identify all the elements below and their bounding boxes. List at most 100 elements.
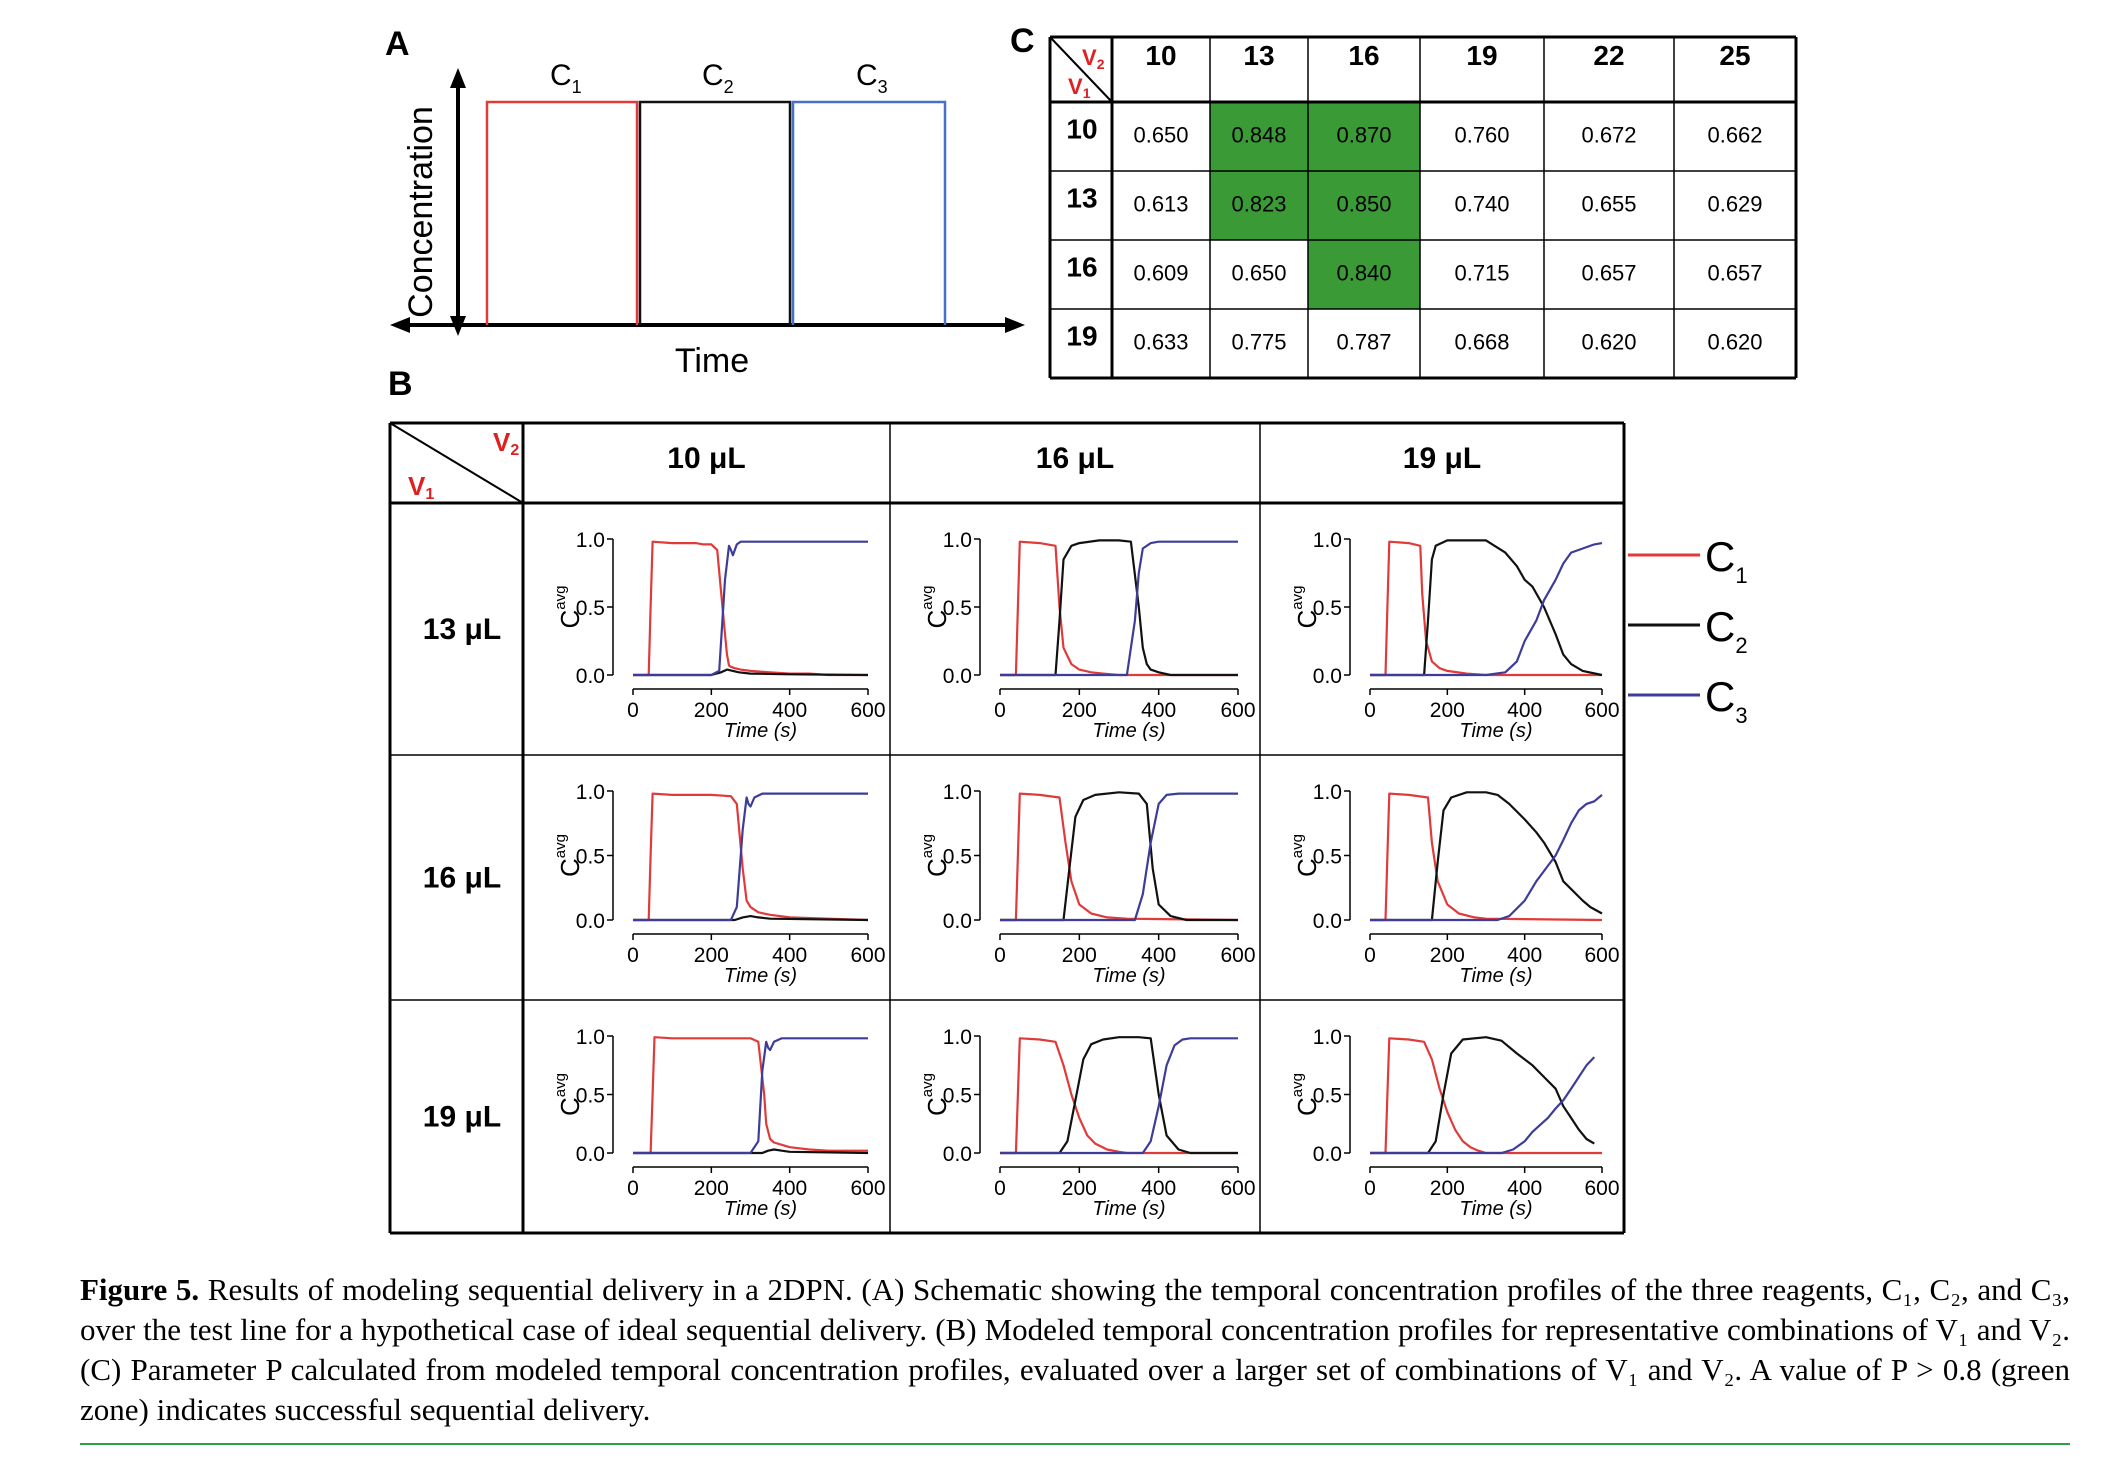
chart-y-tick-label: 1.0 (576, 1026, 605, 1049)
chart-y-tick-label: 1.0 (943, 781, 972, 804)
table-c-cell: 0.650 (1231, 261, 1286, 286)
highlight-cell (1308, 171, 1420, 240)
series-c3 (1000, 1037, 1238, 1155)
chart-x-tick-label: 400 (1141, 1177, 1176, 1200)
table-c-cell: 0.787 (1336, 330, 1391, 355)
grid-b-col-header: 10 μL (667, 442, 745, 475)
series-c3 (1370, 1056, 1596, 1155)
table-c-cell: 0.870 (1336, 123, 1391, 148)
chart-y-tick-label: 0.0 (576, 910, 605, 933)
chart-y-label: Cavg (919, 586, 952, 629)
chart-y-tick-label: 1.0 (576, 529, 605, 552)
table-c-cell: 0.613 (1133, 192, 1188, 217)
table-c-row-header: 19 (1066, 321, 1097, 352)
panel-a-x-arrow-right (1005, 317, 1025, 333)
chart-x-tick-label: 400 (1507, 1177, 1542, 1200)
series-c1 (1000, 1037, 1238, 1155)
chart-x-tick-label: 200 (1430, 699, 1465, 722)
series-c2 (1000, 539, 1238, 677)
chart-x-tick-label: 0 (994, 1177, 1006, 1200)
table-c-row-header: 10 (1066, 114, 1097, 145)
chart-x-tick-label: 200 (694, 944, 729, 967)
chart-y-tick-label: 1.0 (576, 781, 605, 804)
chart-x-tick-label: 600 (1584, 944, 1619, 967)
caption-label: Figure 5. (80, 1272, 200, 1307)
caption-text: Results of modeling sequential delivery … (80, 1272, 2071, 1427)
table-c-cell: 0.760 (1454, 123, 1509, 148)
chart-x-tick-label: 200 (1062, 1177, 1097, 1200)
panel-b-label: B (388, 365, 413, 403)
series-c1 (633, 1036, 868, 1155)
chart-y-tick-label: 1.0 (943, 1026, 972, 1049)
pulse-c3-label: C3 (856, 59, 888, 97)
table-c-row-header: 16 (1066, 252, 1097, 283)
series-c2 (1000, 1036, 1238, 1155)
series-c3 (1000, 540, 1238, 677)
grid-b-corner-diagonal (389, 422, 524, 504)
series-c2 (1000, 791, 1238, 922)
chart-y-label: Cavg (1289, 1073, 1322, 1116)
chart-x-tick-label: 200 (1430, 1177, 1465, 1200)
table-c-cell: 0.650 (1133, 123, 1188, 148)
highlight-cell (1308, 102, 1420, 171)
chart-x-tick-label: 400 (772, 1177, 807, 1200)
table-c-cell: 0.848 (1231, 123, 1286, 148)
table-c-cell: 0.620 (1581, 330, 1636, 355)
highlight-cell (1210, 171, 1308, 240)
chart-x-tick-label: 0 (1364, 944, 1376, 967)
chart-y-tick-label: 0.5 (1313, 597, 1342, 620)
table-c-cell: 0.655 (1581, 192, 1636, 217)
table-c-cell: 0.775 (1231, 330, 1286, 355)
chart-x-tick-label: 400 (772, 944, 807, 967)
grid-b-row-header: 13 μL (423, 613, 501, 646)
series-c1 (1370, 1037, 1602, 1155)
series-c2 (1370, 791, 1603, 922)
table-c-corner-v2: V2 (1082, 45, 1105, 72)
chart-x-tick-label: 200 (694, 699, 729, 722)
chart-y-label: Cavg (1289, 586, 1322, 629)
chart-x-tick-label: 600 (1584, 1177, 1619, 1200)
chart-y-tick-label: 1.0 (943, 529, 972, 552)
chart-x-tick-label: 0 (627, 1177, 639, 1200)
table-c-cell: 0.740 (1454, 192, 1509, 217)
chart-x-tick-label: 600 (850, 944, 885, 967)
series-c1 (1000, 792, 1239, 922)
series-c2 (1370, 539, 1603, 677)
chart-x-tick-label: 400 (1141, 699, 1176, 722)
chart-y-tick-label: 0.0 (1313, 1143, 1342, 1166)
chart-y-label: Cavg (552, 1073, 585, 1116)
series-c1 (633, 792, 869, 922)
caption-rule (80, 1443, 2070, 1445)
table-c-corner-v1: V1 (1068, 74, 1091, 101)
chart-x-tick-label: 0 (994, 699, 1006, 722)
table-c-cell: 0.715 (1454, 261, 1509, 286)
series-c2 (633, 914, 869, 922)
series-c1 (1000, 540, 1238, 677)
table-c-cell: 0.657 (1707, 261, 1762, 286)
series-c1 (1370, 540, 1602, 677)
table-c-cell: 0.629 (1707, 192, 1762, 217)
table-c-col-header: 10 (1145, 40, 1176, 71)
chart-x-label: Time (s) (724, 965, 797, 987)
chart-x-label: Time (s) (724, 720, 797, 742)
pulse-c1-label: C1 (550, 59, 582, 97)
grid-b-corner-v2: V2 (493, 427, 519, 459)
legend-label: C3 (1705, 673, 1748, 728)
chart-y-tick-label: 0.5 (576, 1085, 605, 1108)
table-c-cell: 0.633 (1133, 330, 1188, 355)
chart-x-tick-label: 600 (1220, 1177, 1255, 1200)
chart-x-tick-label: 200 (1062, 944, 1097, 967)
table-c-col-header: 19 (1466, 40, 1497, 71)
table-c-cell: 0.657 (1581, 261, 1636, 286)
chart-y-tick-label: 0.0 (943, 1143, 972, 1166)
chart-y-label: Cavg (552, 834, 585, 877)
series-c3 (1370, 794, 1603, 922)
table-c-cell: 0.609 (1133, 261, 1188, 286)
chart-y-tick-label: 0.0 (576, 1143, 605, 1166)
